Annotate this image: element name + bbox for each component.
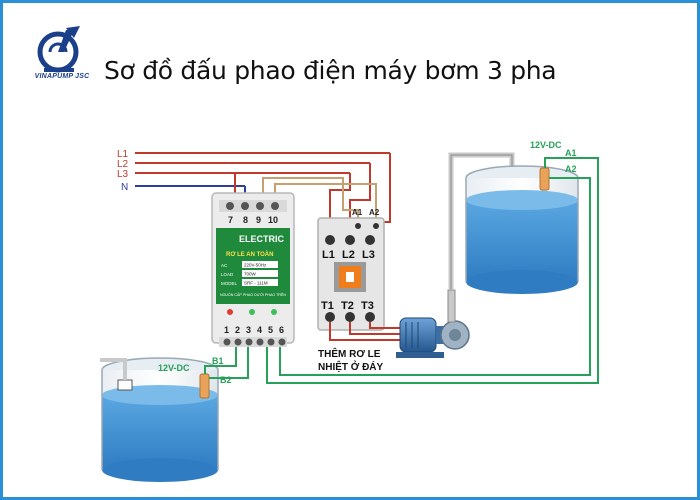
coil-label-a2: A2 <box>369 208 380 217</box>
relay-spec-label-3: MODEL <box>221 281 238 286</box>
lower-supply-label: 12V-DC <box>158 363 190 373</box>
note-line-2: NHIỆT Ở ĐÁY <box>318 360 384 373</box>
note-line-1: THÊM RƠ LE <box>318 347 381 360</box>
relay-terminal-5: 5 <box>268 325 273 335</box>
suction-inlet <box>117 379 133 391</box>
relay-indicator-label-3: PHAO TRÊN <box>265 292 286 297</box>
relay-terminal-8: 8 <box>243 215 248 225</box>
contactor-output-t2: T2 <box>341 300 354 312</box>
relay-spec-label-2: LOAD <box>221 272 234 277</box>
relay-terminal-9: 9 <box>256 215 261 225</box>
lower-b1-label: B1 <box>212 356 224 366</box>
upper-tank <box>465 165 579 294</box>
pump-motor <box>396 289 470 358</box>
lower-float-led <box>249 309 255 315</box>
l1-label: L1 <box>117 149 129 160</box>
relay-spec-value-1: 220V-50Hz <box>244 263 267 268</box>
upper-float-led <box>271 309 277 315</box>
contactor-output-t1: T1 <box>321 300 334 312</box>
lower-float-wires <box>204 347 249 379</box>
coil-label-a1: A1 <box>352 208 363 217</box>
relay-terminal-2: 2 <box>235 325 240 335</box>
l2-label: L2 <box>117 159 129 170</box>
contactor-input-l1: L1 <box>322 249 335 261</box>
relay-spec-label-1: AC <box>221 263 228 268</box>
relay-terminal-6: 6 <box>279 325 284 335</box>
relay-spec-value-3: SRF - 111M <box>244 281 268 286</box>
logo-text: VINAPUMP JSC <box>34 73 90 80</box>
relay-terminal-1: 1 <box>224 325 229 335</box>
lower-float-switch <box>199 373 210 399</box>
upper-float-switch <box>539 167 550 191</box>
relay-terminal-3: 3 <box>246 325 251 335</box>
power-lines: L1 L2 L3 N <box>117 149 390 193</box>
n-label: N <box>121 182 128 193</box>
relay-indicator-label-2: PHAO DƯỚI <box>243 292 264 297</box>
upper-supply-label: 12V-DC <box>530 140 562 150</box>
vinapump-logo <box>36 26 84 84</box>
upper-float-wires <box>266 157 599 384</box>
relay-brand: ELECTRIC <box>239 234 285 244</box>
relay-terminal-4: 4 <box>257 325 262 335</box>
relay-terminal-7: 7 <box>228 215 233 225</box>
contactor-input-l3: L3 <box>362 249 375 261</box>
relay-indicator-label-1: NGUỒN CẤP <box>220 292 242 297</box>
power-led <box>227 309 233 315</box>
relay-terminal-10: 10 <box>268 215 278 225</box>
lower-b2-label: B2 <box>220 375 232 385</box>
relay-name: RƠ LE AN TOÀN <box>226 251 273 258</box>
page-title: Sơ đồ đấu phao điện máy bơm 3 pha <box>104 56 557 85</box>
relay-spec-value-2: 700W <box>244 272 257 277</box>
contactor-output-t3: T3 <box>361 300 374 312</box>
l3-label: L3 <box>117 169 129 180</box>
upper-a2-label: A2 <box>565 164 577 174</box>
lower-tank <box>101 357 219 482</box>
suction-pipe <box>100 358 127 380</box>
safety-relay: 7 8 9 10 ELECTRIC RƠ LE AN TOÀN AC 220V-… <box>211 192 295 347</box>
upper-a1-label: A1 <box>565 148 577 158</box>
contactor: A1 A2 L1 L2 L3 T1 T2 T3 <box>317 208 385 331</box>
contactor-input-l2: L2 <box>342 249 355 261</box>
